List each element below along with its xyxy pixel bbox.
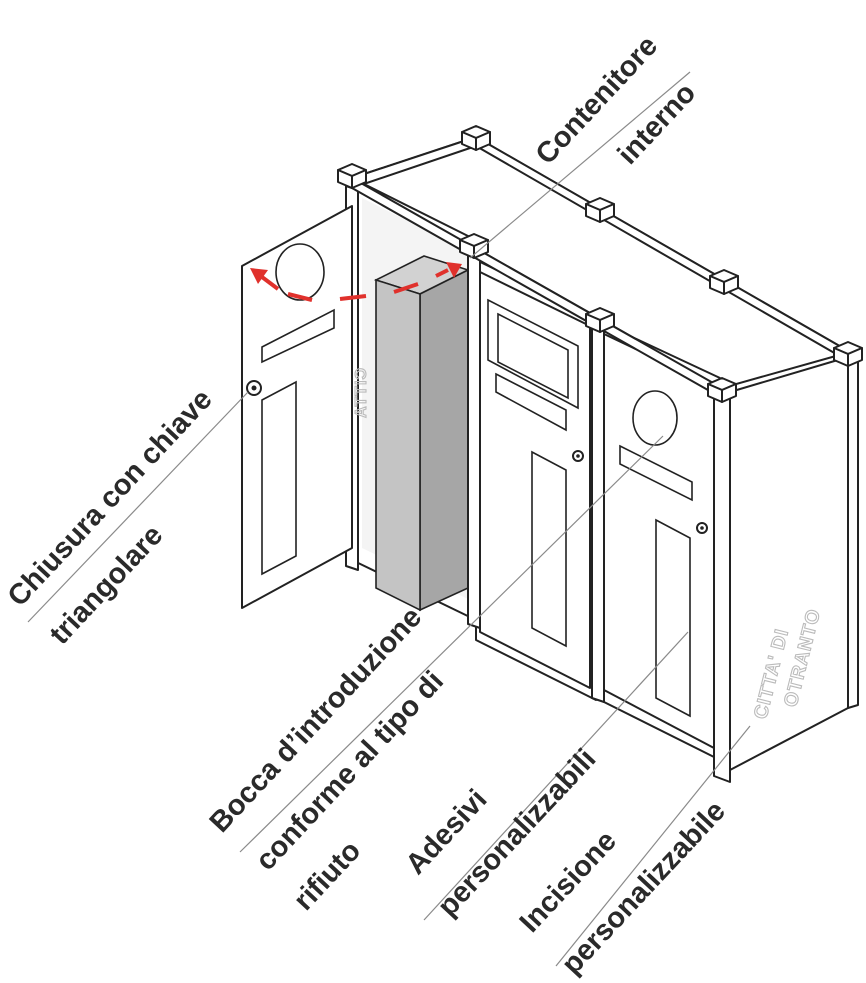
triangular-key-lock-icon xyxy=(246,380,262,396)
side-panel xyxy=(729,356,849,771)
inner-container xyxy=(373,255,471,612)
mirrored-engraving: CITTA xyxy=(353,368,370,419)
corner-caps xyxy=(337,125,863,403)
door-opening-arrow xyxy=(250,262,462,302)
compartment-2 xyxy=(475,259,597,701)
open-door xyxy=(241,205,353,609)
label-chiusura: Chiusura con chiave triangolare xyxy=(2,383,219,650)
leader-lines xyxy=(27,71,751,967)
label-contenitore: Contenitore interno xyxy=(530,30,702,171)
compartment-3 xyxy=(599,321,721,761)
